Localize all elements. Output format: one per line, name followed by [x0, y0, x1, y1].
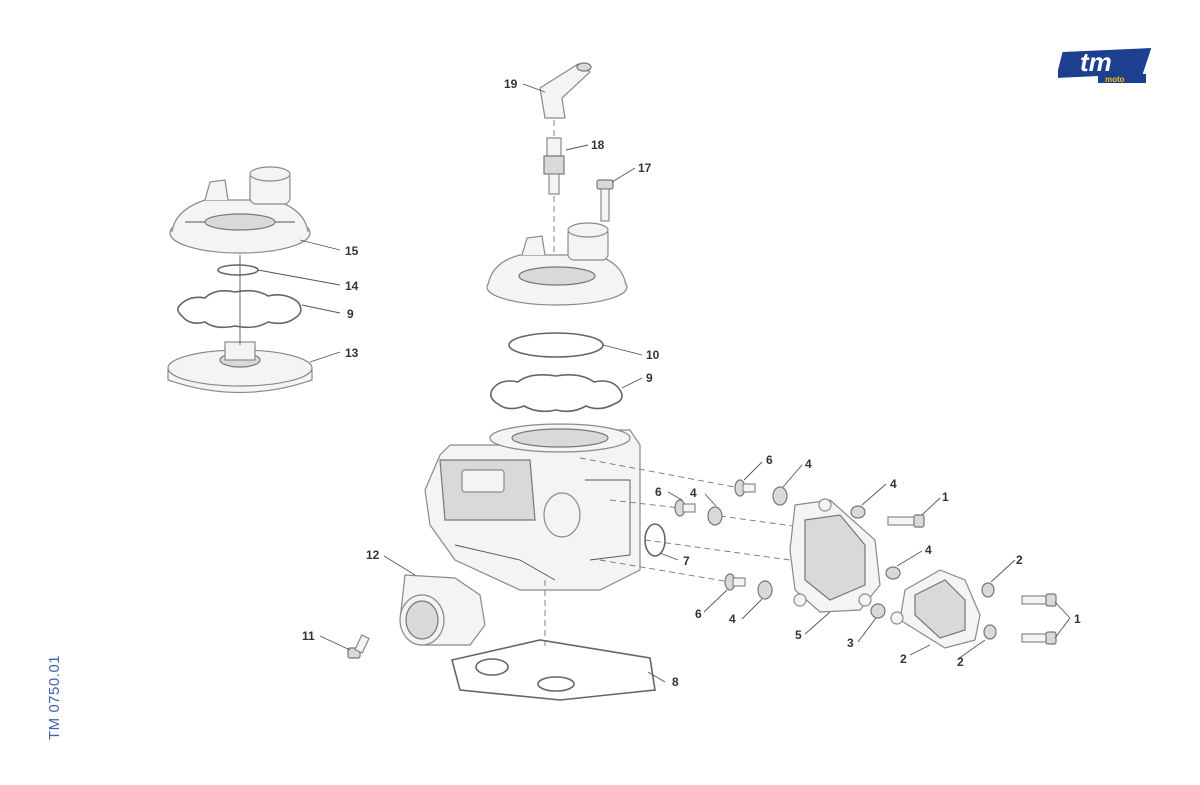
document-code: TM 0750.01: [46, 654, 63, 740]
callout-7: 7: [683, 554, 690, 568]
callout-3: 2: [900, 652, 907, 666]
callout-19: 19: [504, 77, 518, 91]
cover-bolt-c: [1021, 631, 1057, 645]
callout-13: 13: [345, 346, 359, 360]
spark-plug-cap: [539, 62, 592, 119]
logo-subtext: moto: [1105, 75, 1125, 84]
alt-head-gasket: [177, 289, 302, 329]
cover-bolt-a: [887, 514, 925, 528]
intake-manifold: [399, 574, 486, 646]
callout-4-cover-top: 4: [890, 477, 897, 491]
manifold-bolt: [347, 634, 370, 659]
callout-9-left: 9: [347, 307, 354, 321]
alt-combustion-insert: [167, 341, 313, 394]
callout-5: 5: [795, 628, 802, 642]
callout-6-top: 6: [766, 453, 773, 467]
callout-2-top: 2: [1016, 553, 1023, 567]
leader-lines: [257, 83, 1071, 683]
head-bolt: [596, 179, 614, 222]
head-o-ring: [508, 332, 604, 358]
valve-cover: [789, 498, 881, 613]
callout-9-center: 9: [646, 371, 653, 385]
valve-o-ring: [644, 523, 666, 557]
callout-labels: 19 18 17 15 14 9 13 10 9 6 4 6 4 4 1 4 2…: [302, 77, 1081, 689]
tm-moto-logo: tm moto: [1058, 47, 1152, 84]
callout-6-bottom: 6: [695, 607, 702, 621]
screw-6b: [674, 499, 696, 517]
callout-14: 14: [345, 279, 359, 293]
callout-12: 12: [366, 548, 380, 562]
washer-4a: [772, 486, 788, 506]
callout-15: 15: [345, 244, 359, 258]
logo-text: tm: [1080, 47, 1112, 77]
cover-bolt-b: [1021, 593, 1057, 607]
callout-1-top: 1: [942, 490, 949, 504]
callout-4-top: 4: [805, 457, 812, 471]
callout-4-cover-bottom: 3: [847, 636, 854, 650]
callout-4-mid: 4: [690, 486, 697, 500]
base-gasket: [451, 639, 656, 701]
callout-18: 18: [591, 138, 605, 152]
cylinder-body: [424, 423, 641, 591]
washer-2b: [983, 624, 997, 640]
washer-4c: [757, 580, 773, 600]
spark-plug: [543, 137, 565, 195]
alt-o-ring: [217, 264, 259, 276]
outer-cover: [890, 569, 981, 649]
alt-cylinder-head-cover: [169, 166, 311, 254]
washer-4b: [707, 506, 723, 526]
callout-1-right: 1: [1074, 612, 1081, 626]
washer-4f: [870, 603, 886, 619]
callout-10: 10: [646, 348, 660, 362]
head-gasket: [490, 374, 623, 413]
washer-2a: [981, 582, 995, 598]
callout-17: 17: [638, 161, 652, 175]
callout-4-bottom: 4: [729, 612, 736, 626]
washer-4d: [850, 505, 866, 519]
callout-6-mid: 6: [655, 485, 662, 499]
callout-11: 11: [302, 629, 315, 643]
screw-6a: [734, 479, 756, 497]
callout-2-bottom: 2: [957, 655, 964, 669]
cylinder-head: [486, 222, 628, 306]
callout-4-cover-right: 4: [925, 543, 932, 557]
washer-4e: [885, 566, 901, 580]
screw-6c: [724, 573, 746, 591]
callout-8: 8: [672, 675, 679, 689]
